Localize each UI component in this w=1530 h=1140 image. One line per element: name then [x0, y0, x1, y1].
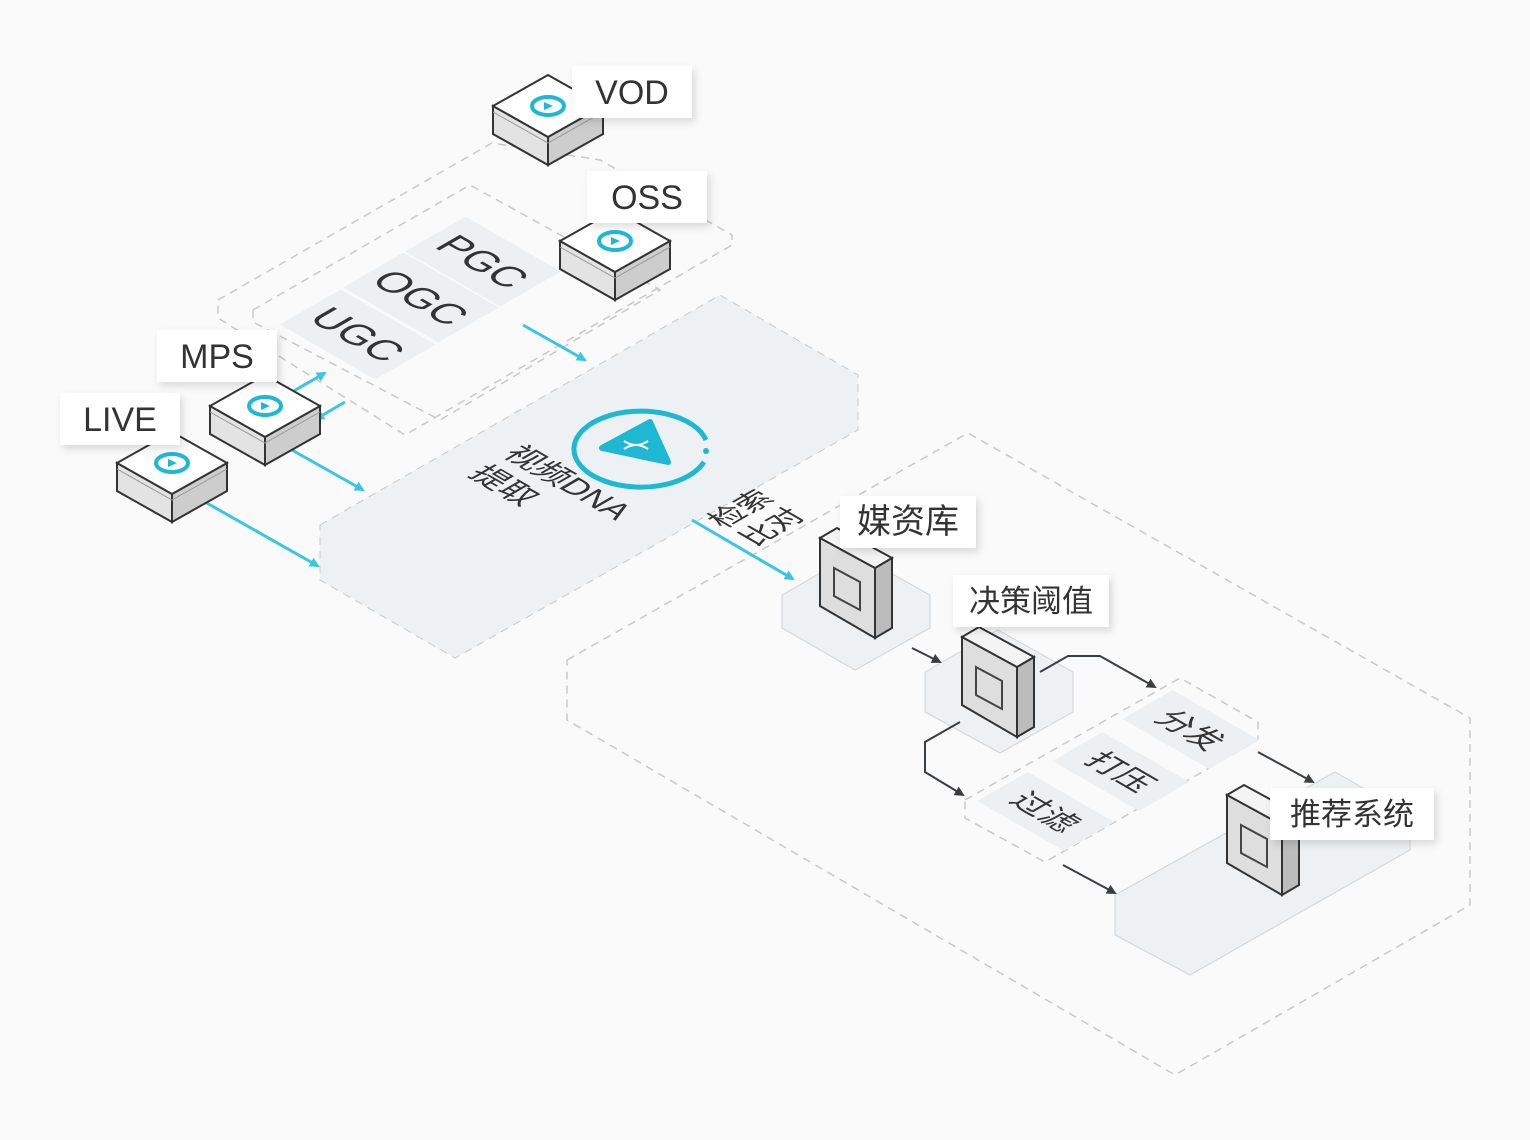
vod-icon: [530, 95, 566, 117]
dna-extraction-panel: [319, 294, 859, 659]
label-decision-threshold-text: 决策阈值: [969, 584, 1093, 619]
label-live: LIVE: [60, 393, 180, 445]
oss-icon: [597, 230, 633, 252]
content-region: [252, 184, 662, 421]
settings-icon: [1240, 823, 1268, 869]
label-oss: OSS: [587, 171, 707, 223]
dna-icon: [571, 408, 709, 490]
label-media-library-text: 媒资库: [857, 503, 959, 541]
label-mps-text: MPS: [180, 338, 254, 376]
decision-server: [959, 625, 1037, 739]
arrow-decision-to-distribute: [1039, 655, 1157, 688]
arrow-decision-to-filter: [924, 721, 965, 797]
mps-icon: [247, 395, 283, 417]
label-decision-threshold: 决策阈值: [953, 575, 1109, 627]
label-mps: MPS: [157, 330, 277, 382]
arrow-content-to-dna: [522, 323, 587, 362]
label-media-library: 媒资库: [840, 496, 976, 548]
chart-icon: [975, 665, 1003, 711]
band-suppress: 打压: [1052, 732, 1190, 811]
arrow-live-to-dna: [204, 500, 320, 568]
label-recommend-system: 推荐系统: [1270, 788, 1434, 840]
oss-box: [557, 208, 673, 302]
arrow-distribute-to-recommend: [1257, 751, 1315, 783]
label-vod: VOD: [572, 66, 692, 118]
arrow-library-to-decision: [911, 647, 942, 663]
mps-box: [207, 373, 323, 467]
label-vod-text: VOD: [595, 74, 669, 112]
label-oss-text: OSS: [611, 179, 683, 217]
live-icon: [154, 452, 190, 474]
arrow-filter-to-recommend: [1062, 864, 1117, 894]
media-library-server: [817, 526, 895, 640]
label-recommend-system-text: 推荐系统: [1290, 797, 1414, 832]
live-box: [114, 430, 230, 524]
output-region: [566, 432, 1471, 1076]
arrow-dna-to-library: [691, 518, 795, 581]
arrow-mps-to-content: [291, 371, 327, 394]
label-live-text: LIVE: [83, 401, 157, 439]
arrow-mps-to-dna: [291, 448, 365, 492]
archive-icon: [833, 566, 861, 612]
